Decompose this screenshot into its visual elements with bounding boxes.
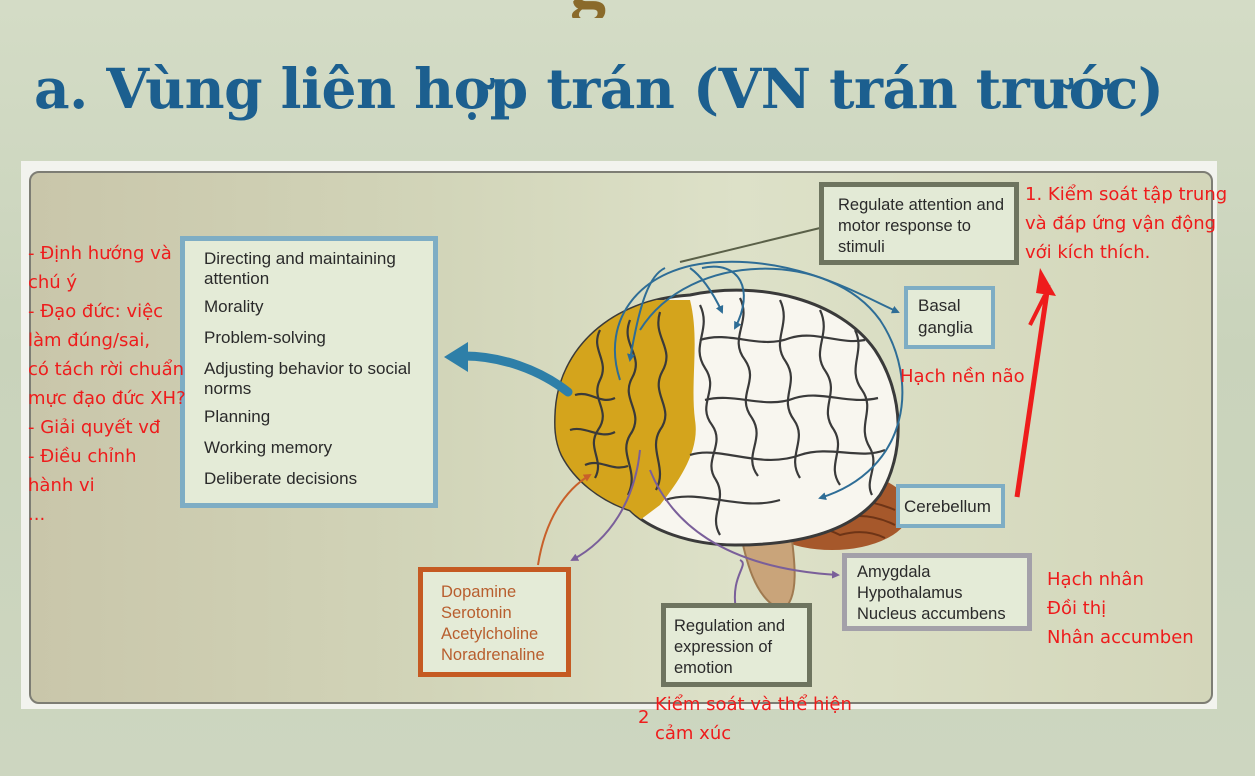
- neurotransmitter-item: Serotonin: [441, 604, 512, 622]
- attention-annotation: 1. Kiểm soát tập trung và đáp ứng vận độ…: [1025, 180, 1227, 267]
- function-item: Deliberate decisions: [204, 469, 358, 488]
- function-item: Working memory: [204, 438, 333, 457]
- annotation-line: - Điều chỉnh: [28, 446, 137, 467]
- annotation-line: ...: [28, 504, 46, 525]
- annotation-line: cảm xúc: [655, 723, 732, 744]
- emotion-pathway-arrows: [570, 449, 840, 611]
- annotation-line: Nhân accumben: [1047, 627, 1194, 648]
- basal-ganglia-annotation: Hạch nền não: [900, 366, 1025, 387]
- annotation-line: Đồi thị: [1047, 598, 1107, 619]
- cerebellum-box: Cerebellum: [896, 484, 1005, 528]
- emotion-regulation-box: Regulation and expression of emotion: [661, 603, 812, 687]
- left-annotation: - Định hướng và chú ý - Đạo đức: việc là…: [28, 239, 186, 529]
- limbic-item: Hypothalamus: [857, 584, 963, 602]
- regulate-attention-box: Regulate attention and motor response to…: [819, 182, 1019, 265]
- prefrontal-to-functions-arrow: [455, 351, 573, 397]
- annotation-line: - Đạo đức: việc: [28, 301, 164, 322]
- emotion-annotation: Kiểm soát và thể hiện cảm xúc: [655, 690, 852, 748]
- neurotransmitter-item: Dopamine: [441, 583, 517, 601]
- function-item: Adjusting behavior to social norms: [204, 359, 411, 398]
- function-item: Planning: [204, 407, 271, 426]
- annotation-line: Kiểm soát và thể hiện: [655, 694, 852, 715]
- prefrontal-functions-box: Directing and maintaining attention Mora…: [180, 236, 438, 508]
- basal-ganglia-box: Basal ganglia: [904, 286, 995, 349]
- annotation-line: - Giải quyết vđ: [28, 417, 161, 438]
- limbic-item: Nucleus accumbens: [857, 605, 1006, 623]
- emotion-annotation-number: 2: [638, 707, 650, 728]
- limbic-structures-box: Amygdala Hypothalamus Nucleus accumbens: [842, 553, 1032, 631]
- neurotransmitter-item: Acetylcholine: [441, 625, 539, 643]
- brain-shape: [554, 288, 900, 547]
- attention-pathway-arrows: [614, 260, 904, 501]
- annotation-line: chú ý: [28, 272, 78, 293]
- regulate-connector: [679, 227, 821, 263]
- neurotransmitter-item: Noradrenaline: [441, 646, 545, 664]
- slide-title: a. Vùng liên hợp trán (VN trán trước): [34, 56, 1164, 121]
- cut-title-letter: g: [570, 0, 606, 18]
- annotation-line: và đáp ứng vận động: [1025, 213, 1217, 234]
- previous-title-fragment: g: [0, 0, 1255, 18]
- annotation-line: với kích thích.: [1025, 242, 1151, 263]
- neurotransmitter-arrow: [537, 473, 592, 566]
- annotation-line: Hạch nhân: [1047, 569, 1144, 590]
- limbic-annotation: Hạch nhân Đồi thị Nhân accumben: [1047, 565, 1194, 652]
- function-item: Directing and maintaining attention: [204, 249, 396, 288]
- limbic-item: Amygdala: [857, 563, 931, 581]
- annotation-line: - Định hướng và: [28, 243, 172, 264]
- red-annotation-arrow: [1014, 268, 1056, 498]
- function-item: Problem-solving: [204, 328, 326, 347]
- annotation-line: hành vi: [28, 475, 95, 496]
- annotation-line: làm đúng/sai,: [28, 330, 151, 351]
- annotation-line: có tách rời chuẩn: [28, 359, 185, 380]
- neurotransmitters-box: Dopamine Serotonin Acetylcholine Noradre…: [418, 567, 571, 677]
- annotation-line: 1. Kiểm soát tập trung: [1025, 184, 1228, 205]
- function-item: Morality: [204, 297, 264, 316]
- annotation-line: mực đạo đức XH?: [28, 388, 186, 409]
- prefrontal-cortex-shape: [555, 300, 696, 520]
